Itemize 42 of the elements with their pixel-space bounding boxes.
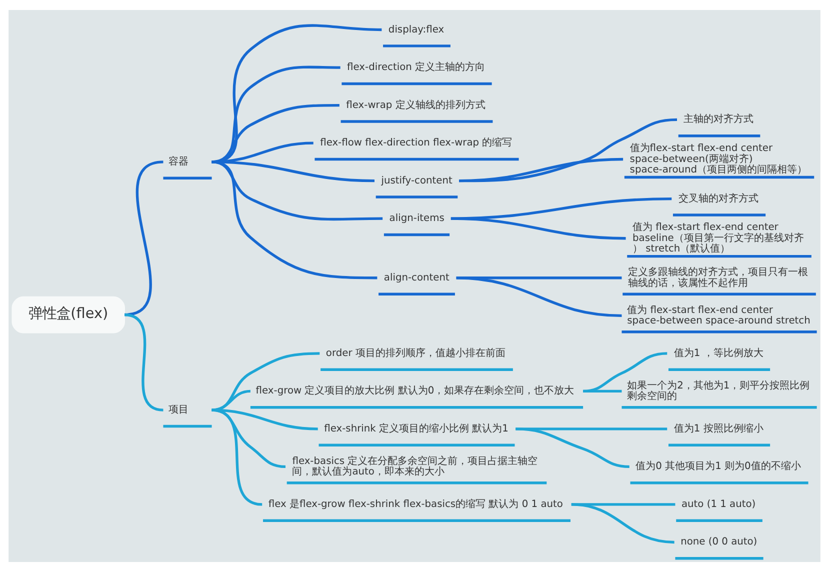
node-text: 主轴的对齐方式 <box>684 114 754 125</box>
connector <box>571 502 674 544</box>
connector <box>583 352 668 392</box>
node-text: 值为1 按照比例缩小 <box>674 422 764 434</box>
connector <box>124 312 164 411</box>
node-box: 弹性盒(flex) <box>12 296 126 333</box>
connector <box>456 276 622 317</box>
connector <box>212 408 262 506</box>
node-text: auto (1 1 auto) <box>682 498 756 510</box>
node-text: flex 是flex-grow flex-shrink flex-basics的缩写 默认为 0 1 auto <box>268 498 563 510</box>
node-text: 值为 flex-start flex-end center space-between space-around stretch <box>627 304 810 326</box>
connector <box>212 160 378 279</box>
node-text: align-content <box>384 272 450 283</box>
connector <box>212 352 320 411</box>
node-text: 值为0 其他项目为1 则为0值的不缩小 <box>636 460 801 472</box>
node-text: 值为flex-start flex-end center space-between(两端对齐) space-around（项目两侧的间隔相等） <box>630 142 808 176</box>
node-text: flex-flow flex-direction flex-wrap 的缩写 <box>320 137 512 148</box>
connector <box>450 216 626 240</box>
node-text: none (0 0 auto) <box>680 536 758 548</box>
connector <box>583 389 622 392</box>
connector <box>458 157 624 182</box>
node-text: flex-shrink 定义项目的缩小比例 默认为1 <box>324 422 508 434</box>
connector <box>516 427 630 468</box>
node-text: align-items <box>389 212 444 224</box>
node-text: flex-direction 定义主轴的方向 <box>347 62 486 73</box>
node-text: flex-wrap 定义轴线的排列方式 <box>346 99 486 110</box>
connector <box>450 196 672 220</box>
node-text: 定义多跟轴线的对齐方式，项目只有一根轴线的话，该属性不起作用 <box>628 266 808 288</box>
node-text: justify-content <box>381 174 452 186</box>
connector <box>459 118 678 182</box>
node-text: 交叉轴的对齐方式 <box>678 192 758 204</box>
node-text: display:flex <box>388 24 444 35</box>
node-text: 值为 flex-start flex-end center baseline（项目第一行文字的基线对齐） stretch（默认值） <box>632 222 804 254</box>
connector <box>212 389 251 411</box>
node-text: 容器 <box>168 156 189 167</box>
node-text: flex-basics 定义在分配多余空间之前，项目占据主轴空间，默认值为auto，即本来的大小 <box>292 455 538 478</box>
node-text: order 项目的排列顺序，值越小排在前面 <box>326 347 506 358</box>
node-text: 项目 <box>168 404 189 416</box>
node-text: 如果一个为2，其他为1，则平分按照比例剩余空间的 <box>627 380 810 402</box>
connector <box>212 408 318 430</box>
node-text: 值为1 ，等比例放大 <box>674 347 764 358</box>
node-text: flex-grow 定义项目的放大比例 默认为0，如果存在剩余空间，也不放大 <box>256 385 574 396</box>
